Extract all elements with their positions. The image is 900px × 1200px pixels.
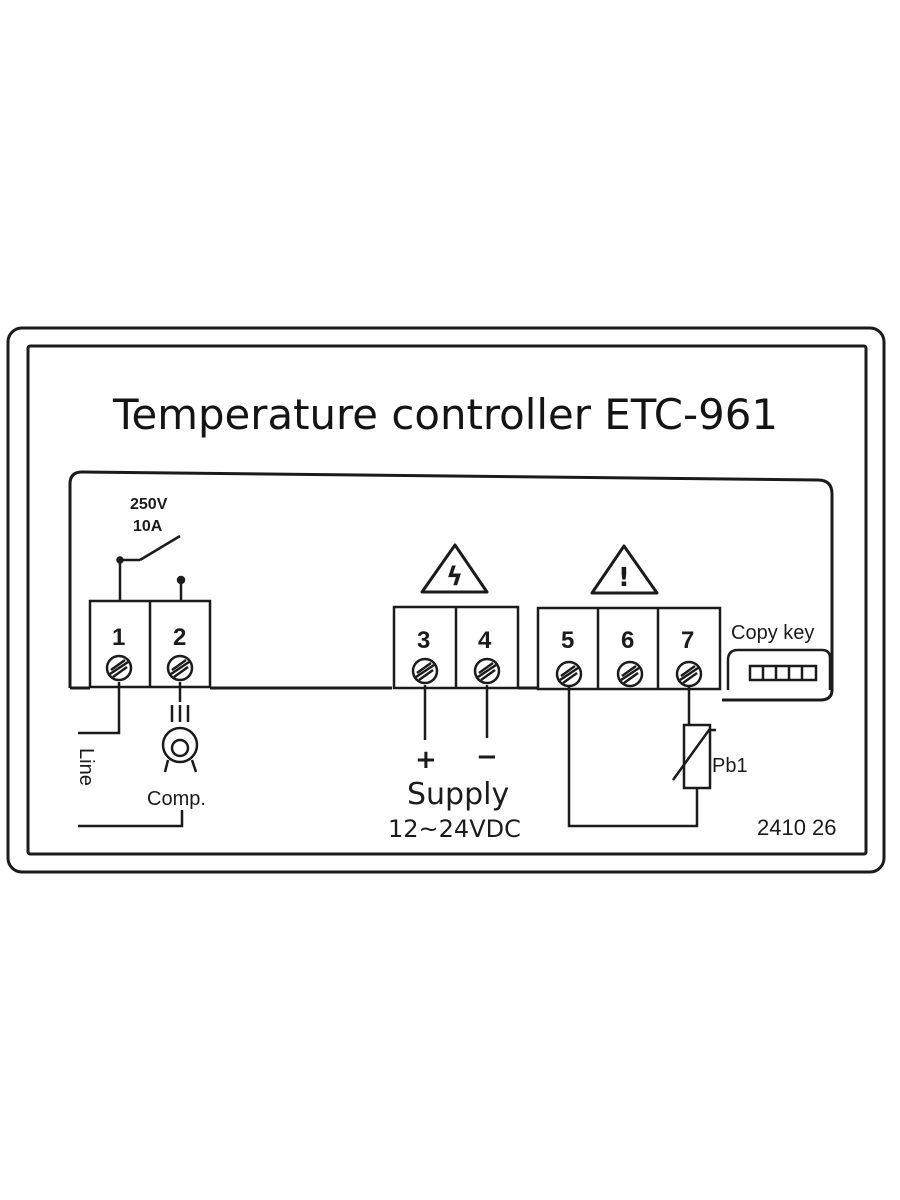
terminal-number-5: 5 xyxy=(561,627,574,654)
compressor-icon xyxy=(161,682,199,773)
supply-voltage: 12~24VDC xyxy=(388,815,521,843)
controller-body-outline xyxy=(68,470,834,702)
supply-minus-sign: − xyxy=(476,742,498,772)
svg-text:ϟ: ϟ xyxy=(446,562,463,592)
supply-wires xyxy=(423,685,489,740)
screw-icon xyxy=(675,660,703,688)
terminal-number-2: 2 xyxy=(173,624,186,651)
warning-exclamation-icon: ! xyxy=(590,544,659,595)
relay-rating-current: 10A xyxy=(133,518,163,535)
supply-label: Supply xyxy=(407,777,509,812)
copy-key-port-icon xyxy=(726,648,832,690)
terminal-number-6: 6 xyxy=(621,627,634,654)
terminal-number-4: 4 xyxy=(478,627,492,654)
svg-text:!: ! xyxy=(618,563,630,593)
terminal-number-7: 7 xyxy=(681,627,694,654)
comp-label: Comp. xyxy=(147,788,206,810)
probe-label: Pb1 xyxy=(712,755,748,777)
probe-wire xyxy=(567,686,699,828)
screw-icon xyxy=(166,654,194,682)
supply-plus-sign: + xyxy=(415,745,437,775)
thermistor-probe-icon xyxy=(671,723,716,790)
relay-rating-voltage: 250V xyxy=(130,496,168,513)
terminal-number-1: 1 xyxy=(112,624,125,651)
warning-lightning-icon: ϟ xyxy=(420,543,489,594)
label-code: 2410 26 xyxy=(757,815,837,840)
terminal-number-3: 3 xyxy=(417,627,430,654)
screw-icon xyxy=(555,660,583,688)
label-outer-border xyxy=(6,326,886,874)
diagram-title: Temperature controller ETC-961 xyxy=(112,390,778,439)
line-label: Line xyxy=(75,748,97,786)
screw-icon xyxy=(105,654,133,682)
terminal-block-supply xyxy=(392,605,520,690)
relay-contact xyxy=(116,534,186,600)
screw-icon xyxy=(616,660,644,688)
screw-icon xyxy=(473,657,501,685)
line-wire xyxy=(78,682,184,828)
copy-key-label: Copy key xyxy=(731,622,814,644)
screw-icon xyxy=(411,657,439,685)
label-inner-border xyxy=(26,344,868,856)
